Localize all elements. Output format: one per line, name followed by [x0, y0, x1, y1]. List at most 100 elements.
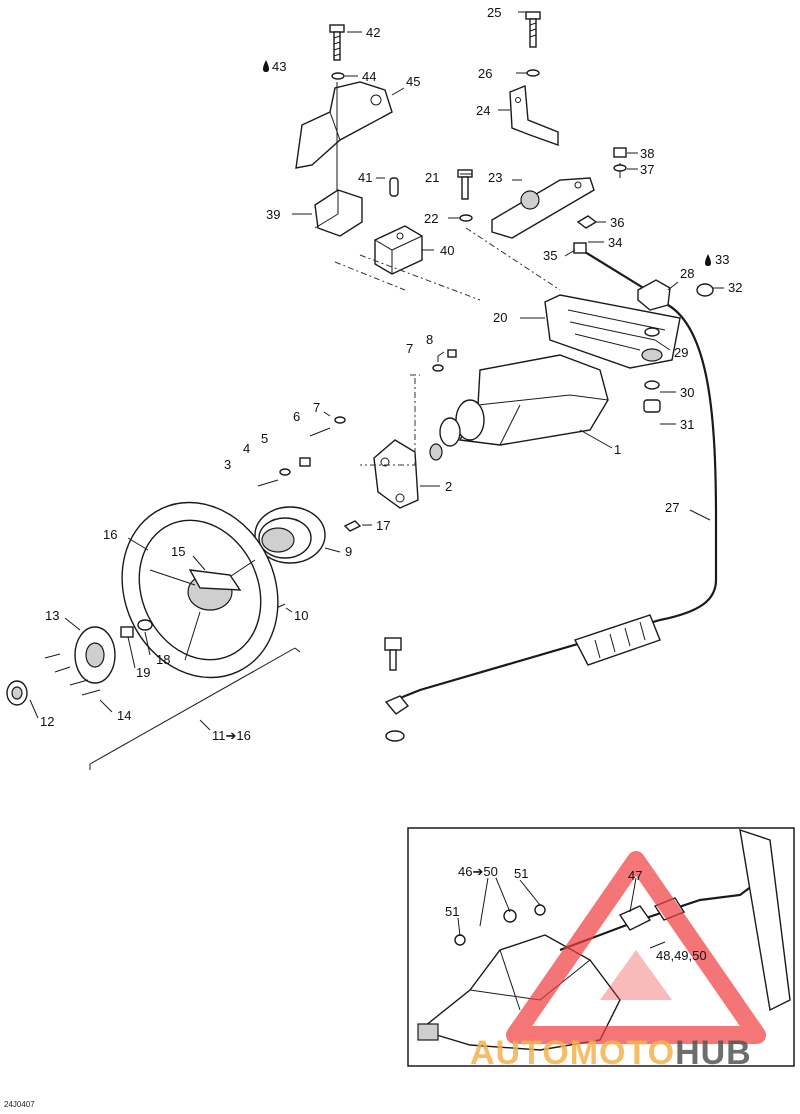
callout-42: 42	[366, 25, 380, 40]
watermark-logo	[506, 851, 766, 1044]
drop-icon-33	[705, 254, 711, 266]
callout-18: 18	[156, 652, 170, 667]
callout-16: 16	[103, 527, 117, 542]
nut-31	[643, 399, 661, 413]
callout-51-left: 51	[445, 904, 459, 919]
callout-38: 38	[640, 146, 654, 161]
callout-4: 4	[243, 441, 250, 456]
watermark-part2: HUB	[675, 1034, 752, 1072]
nut-8	[447, 349, 457, 358]
bushing-29	[644, 327, 660, 337]
callout-7-mid: 7	[313, 400, 320, 415]
nut-5	[299, 457, 311, 467]
callout-26: 26	[478, 66, 492, 81]
callout-14: 14	[117, 708, 131, 723]
callout-1: 1	[614, 442, 621, 457]
callout-40: 40	[440, 243, 454, 258]
washer-18	[137, 619, 153, 631]
washer-30	[644, 380, 660, 390]
callout-24: 24	[476, 103, 490, 118]
key-17	[343, 520, 362, 532]
washer-22	[459, 214, 473, 222]
washer-37	[613, 164, 627, 172]
callout-31: 31	[680, 417, 694, 432]
bolt-42	[329, 24, 345, 61]
callout-3: 3	[224, 457, 231, 472]
figure-code: 24J0407	[4, 1100, 35, 1109]
steering-arm-23	[491, 177, 595, 239]
cover-15	[188, 569, 242, 591]
callout-13: 13	[45, 608, 59, 623]
callout-labels: 42 43 44 45 25 26 24 38 37 41 21 23 39 2…	[40, 5, 742, 963]
horn-button-12	[6, 680, 28, 706]
washer-32	[696, 283, 714, 297]
leader-lines	[29, 11, 724, 949]
bracket-line-11-16	[89, 647, 296, 765]
steering-cable-27	[394, 304, 718, 702]
callout-2: 2	[445, 479, 452, 494]
callout-21: 21	[425, 170, 439, 185]
callout-45: 45	[406, 74, 420, 89]
callout-29: 29	[674, 345, 688, 360]
washer-4	[279, 468, 291, 476]
callout-12: 12	[40, 714, 54, 729]
callout-44: 44	[362, 69, 376, 84]
bracket-24	[509, 85, 559, 146]
ball-joint-28	[637, 279, 671, 311]
callout-9: 9	[345, 544, 352, 559]
upper-mount-bracket-45	[295, 81, 393, 169]
bolt-25	[525, 11, 541, 48]
callout-46-to-50: 46➔50	[458, 864, 498, 879]
hub-9	[254, 506, 326, 564]
callout-47: 47	[628, 868, 642, 883]
watermark-text: AUTOMOTOHUB	[470, 1034, 752, 1073]
callout-5: 5	[261, 431, 268, 446]
callout-10: 10	[294, 608, 308, 623]
washer-7b	[334, 416, 346, 424]
callout-19: 19	[136, 665, 150, 680]
washer-26	[526, 69, 540, 77]
washer-44	[331, 72, 345, 80]
nut-36	[576, 215, 598, 229]
steering-arm-20	[544, 294, 681, 369]
screw-3	[257, 479, 279, 487]
callout-15: 15	[171, 544, 185, 559]
washer-7a	[432, 364, 444, 372]
callout-51-top: 51	[514, 866, 528, 881]
callout-41: 41	[358, 170, 372, 185]
callout-35: 35	[543, 248, 557, 263]
adapter-plate-13	[74, 626, 116, 684]
steering-wheel-16	[121, 501, 279, 679]
nut-38	[613, 147, 627, 158]
callout-23: 23	[488, 170, 502, 185]
callout-39: 39	[266, 207, 280, 222]
callout-33: 33	[715, 252, 729, 267]
callout-34: 34	[608, 235, 622, 250]
callout-30: 30	[680, 385, 694, 400]
callout-37: 37	[640, 162, 654, 177]
nut-19	[120, 626, 134, 638]
callout-32: 32	[728, 280, 742, 295]
callout-8: 8	[426, 332, 433, 347]
callout-20: 20	[493, 310, 507, 325]
callout-22: 22	[424, 211, 438, 226]
bracket-39	[314, 189, 363, 237]
cable-end-fitting	[384, 637, 410, 742]
drop-icon-43	[263, 60, 269, 72]
block-40	[374, 225, 423, 275]
screws-14	[44, 653, 101, 696]
tie-rod-34	[573, 242, 651, 293]
inset-frame	[407, 827, 795, 1067]
callout-43: 43	[272, 59, 286, 74]
screw-6	[309, 427, 331, 437]
callout-7-top: 7	[406, 341, 413, 356]
callout-28: 28	[680, 266, 694, 281]
callout-6: 6	[293, 409, 300, 424]
callout-36: 36	[610, 215, 624, 230]
callout-25: 25	[487, 5, 501, 20]
callout-17: 17	[376, 518, 390, 533]
pin-41	[389, 177, 399, 197]
callout-11-to-16: 11➔16	[212, 728, 251, 743]
callout-48-49-50: 48,49,50	[656, 948, 707, 963]
